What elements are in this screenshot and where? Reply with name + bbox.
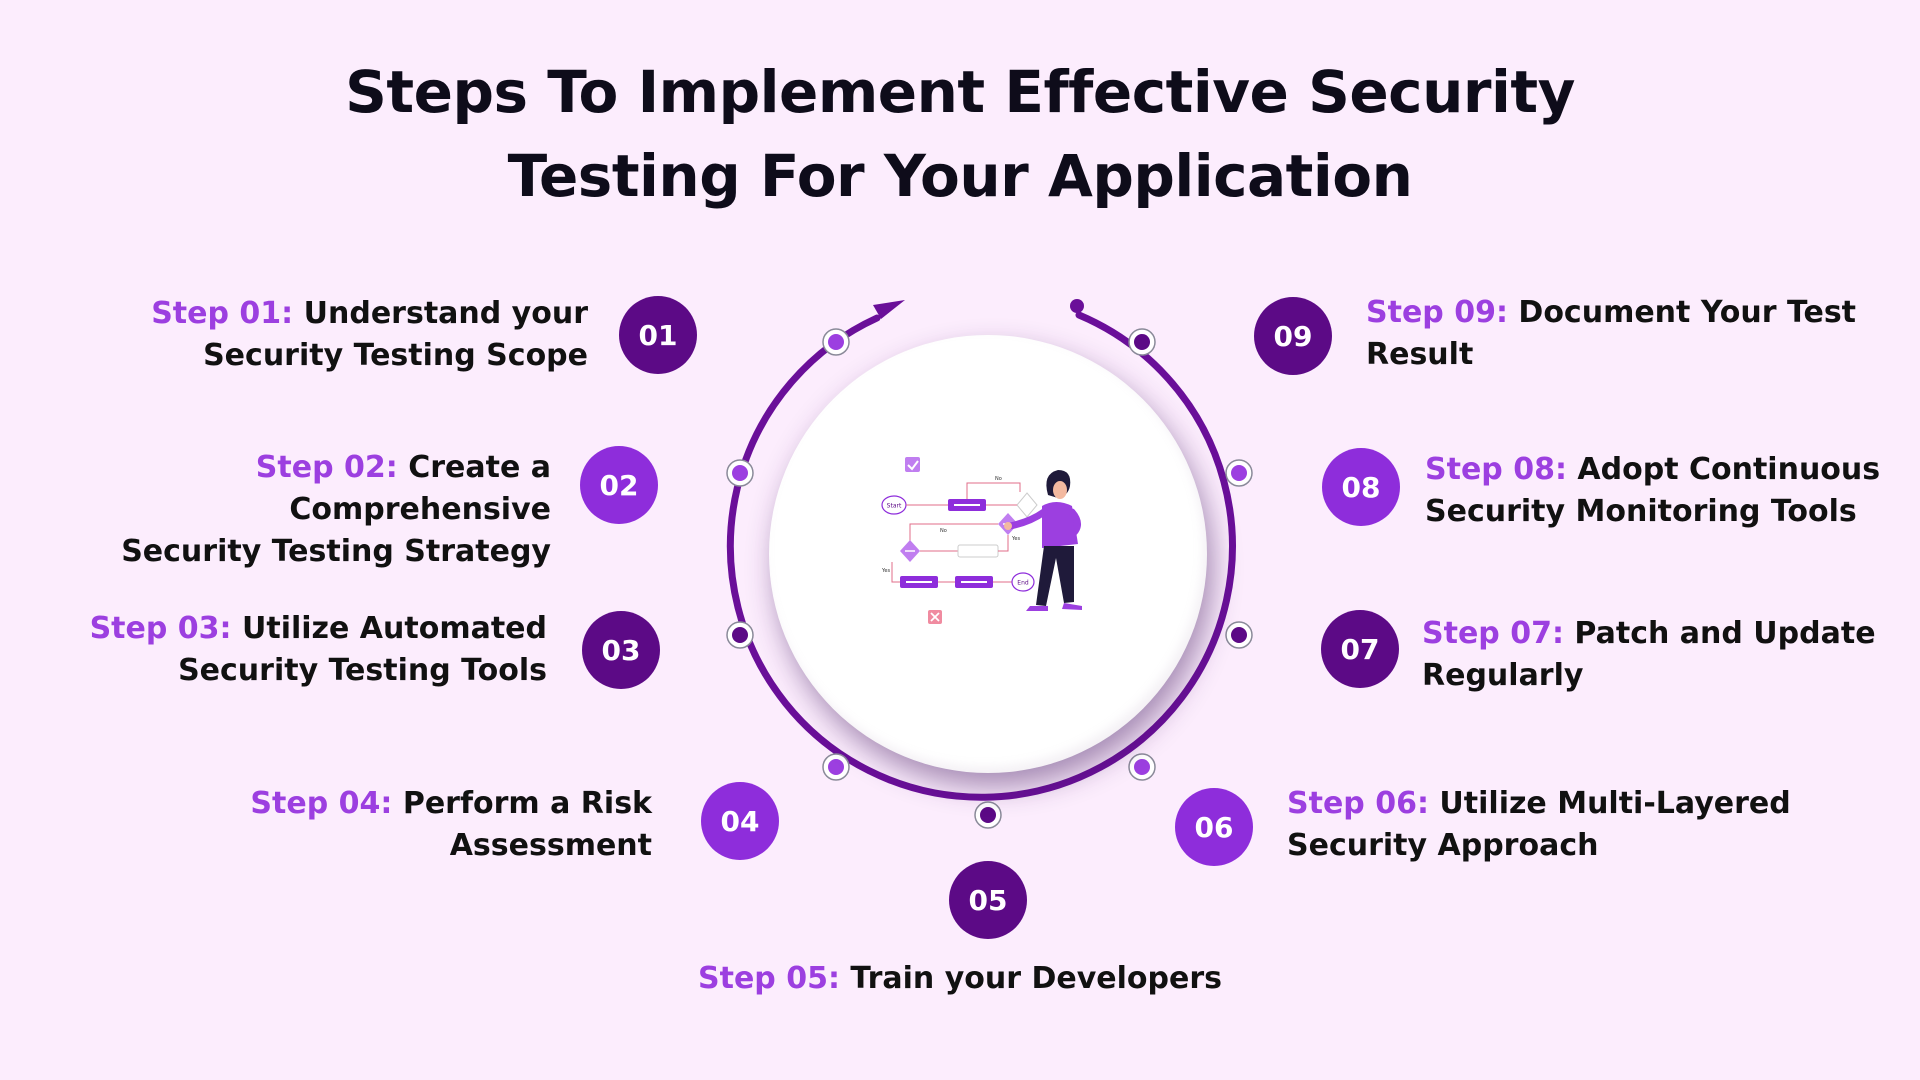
step-07-line-1: Patch and Update (1574, 616, 1876, 651)
step-09-label: Step 09: (1366, 295, 1508, 330)
step-08-label: Step 08: (1425, 452, 1567, 487)
svg-text:No: No (940, 528, 947, 534)
step-07-label: Step 07: (1422, 616, 1564, 651)
svg-text:Yes: Yes (881, 568, 890, 574)
step-badge-08: 08 (1322, 448, 1400, 526)
step-08-line-1: Adopt Continuous (1577, 452, 1881, 487)
step-badge-02: 02 (580, 446, 658, 524)
step-05-label: Step 05: (698, 961, 840, 996)
step-badge-07: 07 (1321, 610, 1399, 688)
step-badge-06: 06 (1175, 788, 1253, 866)
step-06-text: Step 06: Utilize Multi-Layered Security … (1287, 783, 1791, 867)
step-04-line-2: Assessment (449, 828, 652, 863)
step-02-line-2: Security Testing Strategy (121, 534, 551, 569)
process-box-2 (957, 544, 999, 558)
flowchart-illustration: Start No No Yes Yes End (881, 457, 1082, 624)
step-02-line-1: Create a Comprehensive (289, 450, 551, 527)
checkbox-icon (905, 457, 920, 472)
svg-text:Start: Start (887, 503, 902, 510)
decision-diamond-1 (1016, 492, 1038, 518)
step-01-line-2: Security Testing Scope (203, 338, 588, 373)
end-node (1011, 572, 1035, 592)
step-04-label: Step 04: (250, 786, 393, 821)
step-09-line-2: Result (1366, 337, 1474, 372)
step-badge-05: 05 (949, 861, 1027, 939)
step-01-text: Step 01: Understand your Security Testin… (151, 293, 588, 377)
step-01-label: Step 01: (151, 296, 294, 331)
step-07-text: Step 07: Patch and Update Regularly (1422, 613, 1876, 697)
step-08-line-2: Security Monitoring Tools (1425, 494, 1857, 529)
step-badge-03: 03 (582, 611, 660, 689)
step-07-line-2: Regularly (1422, 658, 1584, 693)
page-title: Steps To Implement Effective Security Te… (0, 50, 1920, 218)
person-figure (1004, 470, 1082, 611)
ring-nodes (726, 328, 1253, 829)
ring-arrowhead (873, 300, 905, 319)
svg-text:No: No (995, 476, 1002, 482)
step-04-line-1: Perform a Risk (402, 786, 652, 821)
title-line-1: Steps To Implement Effective Security (345, 58, 1575, 126)
step-03-line-2: Security Testing Tools (178, 653, 547, 688)
step-02-label: Step 02: (255, 450, 398, 485)
step-03-line-1: Utilize Automated (242, 611, 547, 646)
svg-text:Yes: Yes (1011, 536, 1020, 542)
step-05-line-1: Train your Developers (850, 961, 1222, 996)
step-01-line-1: Understand your (303, 296, 588, 331)
ring-start-dot (1070, 299, 1084, 313)
step-08-text: Step 08: Adopt Continuous Security Monit… (1425, 449, 1880, 533)
step-02-text: Step 02: Create a Comprehensive Security… (0, 447, 551, 573)
step-09-line-1: Document Your Test (1518, 295, 1857, 330)
step-03-label: Step 03: (89, 611, 232, 646)
svg-text:End: End (1017, 580, 1029, 587)
step-06-label: Step 06: (1287, 786, 1429, 821)
step-09-text: Step 09: Document Your Test Result (1366, 292, 1856, 376)
step-badge-04: 04 (701, 782, 779, 860)
title-line-2: Testing For Your Application (507, 142, 1413, 210)
step-04-text: Step 04: Perform a Risk Assessment (250, 783, 652, 867)
step-03-text: Step 03: Utilize Automated Security Test… (90, 608, 547, 692)
step-badge-01: 01 (619, 296, 697, 374)
step-06-line-1: Utilize Multi-Layered (1439, 786, 1791, 821)
step-06-line-2: Security Approach (1287, 828, 1599, 863)
step-05-text: Step 05: Train your Developers (0, 958, 1920, 1000)
step-badge-09: 09 (1254, 297, 1332, 375)
